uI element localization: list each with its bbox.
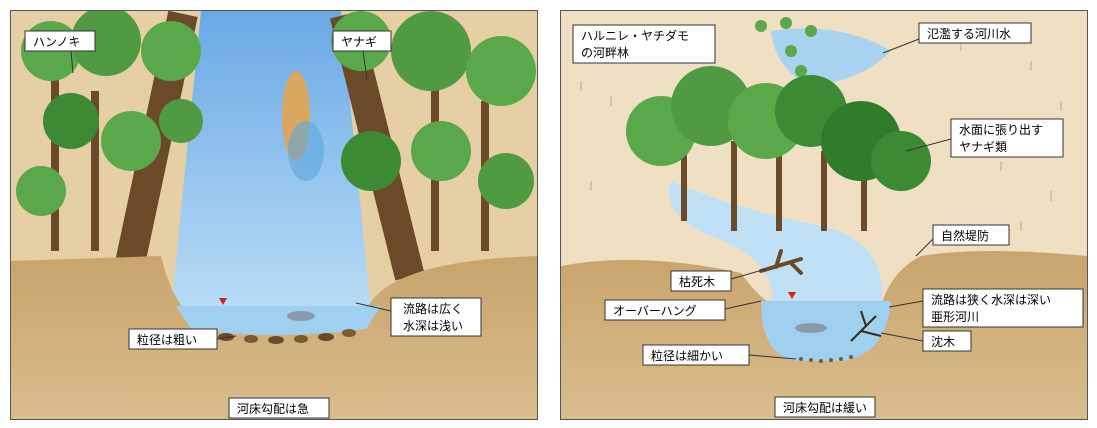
dead-wood (759, 249, 803, 275)
label-natural-levee: 自然堤防 (915, 224, 1010, 257)
svg-text:流路は狭く水深は深い: 流路は狭く水深は深い (931, 292, 1051, 307)
label-channel-narrow-deep: 流路は狭く水深は深い 亜形河川 (888, 288, 1084, 328)
label-bed-slope-gentle: 河床勾配は緩い (774, 396, 876, 418)
svg-text:亜形河川: 亜形河川 (931, 310, 979, 324)
left-forest-left (16, 11, 203, 272)
sunken-wood (850, 310, 882, 342)
right-forest (626, 66, 931, 231)
label-grain-coarse: 粒径は粗い (128, 328, 237, 350)
svg-text:ヤナギ類: ヤナギ類 (959, 140, 1007, 154)
label-flood-water: 氾濫する河川水 (882, 22, 1032, 54)
svg-text:粒径は粗い: 粒径は粗い (137, 332, 197, 347)
svg-text:水深は浅い: 水深は浅い (403, 319, 463, 333)
label-sunken-wood: 沈木 (880, 330, 972, 352)
label-dead-wood: 枯死木 (670, 268, 767, 292)
fish-icon (287, 311, 315, 321)
svg-text:枯死木: 枯死木 (679, 274, 715, 289)
left-river-channel (171, 11, 371, 311)
svg-text:ハルニレ・ヤチダモ: ハルニレ・ヤチダモ (581, 28, 689, 43)
label-overhang: オーバーハング (604, 299, 762, 321)
svg-text:ヤナギ: ヤナギ (341, 35, 377, 49)
water-level-marker (219, 298, 227, 305)
label-channel-wide-shallow: 流路は広く 水深は浅い (355, 297, 482, 337)
right-diagram-panel: ハルニレ・ヤチダモ の河畔林 氾濫する河川水 水面に張り出す ヤナギ類 自然堤防… (560, 10, 1088, 420)
left-river-illustration: ハンノキ ヤナギ 流路は広く 水深は浅い 粒径は粗い 河床勾配は急 (11, 11, 537, 419)
svg-text:オーバーハング: オーバーハング (613, 304, 697, 318)
svg-text:氾濫する河川水: 氾濫する河川水 (927, 27, 1011, 41)
label-bed-slope-steep: 河床勾配は急 (228, 397, 330, 419)
right-water-section (761, 301, 891, 361)
svg-text:河床勾配は緩い: 河床勾配は緩い (783, 401, 867, 415)
left-diagram-panel: ハンノキ ヤナギ 流路は広く 水深は浅い 粒径は粗い 河床勾配は急 (10, 10, 538, 420)
label-alder: ハンノキ (24, 30, 96, 74)
right-river-illustration: ハルニレ・ヤチダモ の河畔林 氾濫する河川水 水面に張り出す ヤナギ類 自然堤防… (561, 11, 1087, 419)
label-forest: ハルニレ・ヤチダモ の河畔林 (572, 24, 716, 64)
fine-sediment (799, 355, 853, 363)
svg-text:の河畔林: の河畔林 (581, 46, 629, 60)
fish-icon-right (795, 323, 827, 333)
label-overhanging-willow: 水面に張り出す ヤナギ類 (905, 118, 1064, 158)
svg-text:ハンノキ: ハンノキ (33, 35, 80, 49)
label-willow: ヤナギ (332, 30, 392, 80)
right-river-channel (669, 181, 883, 311)
label-grain-fine: 粒径は細かい (642, 344, 797, 366)
svg-text:粒径は細かい: 粒径は細かい (651, 348, 723, 363)
svg-text:河床勾配は急: 河床勾配は急 (237, 401, 309, 416)
left-water-section (176, 306, 381, 335)
svg-text:流路は広く: 流路は広く (403, 301, 463, 316)
water-level-marker-right (788, 292, 796, 299)
svg-text:水面に張り出す: 水面に張り出す (959, 123, 1043, 137)
left-forest-right (329, 11, 536, 281)
svg-text:自然堤防: 自然堤防 (941, 228, 989, 243)
svg-text:沈木: 沈木 (931, 334, 955, 349)
